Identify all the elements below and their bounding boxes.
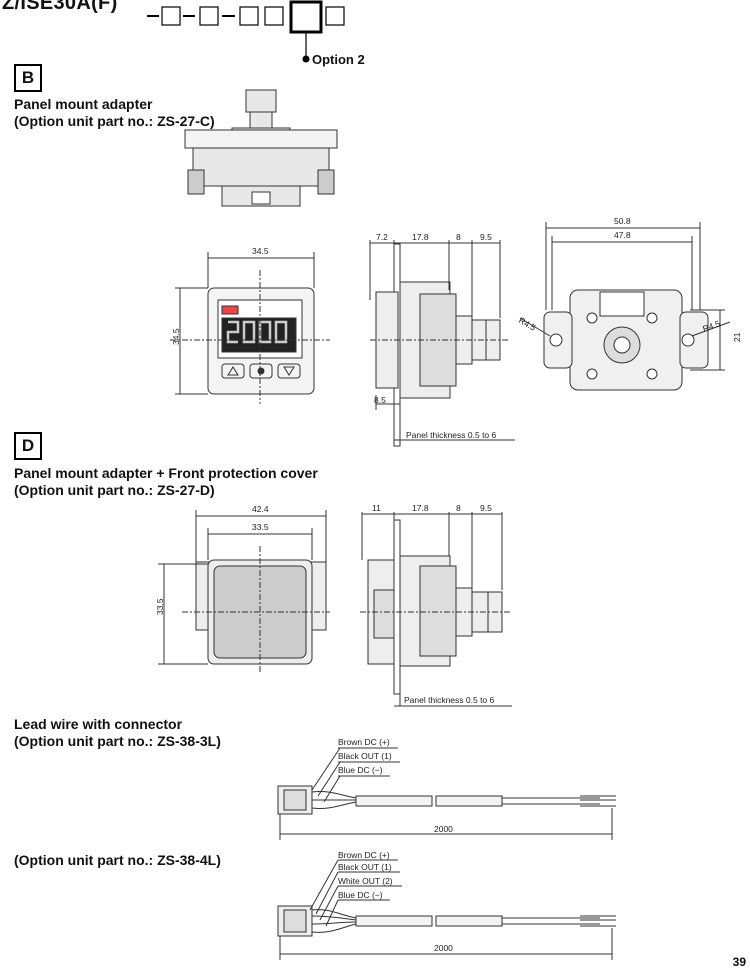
- wire3-brown: Brown DC (+): [338, 737, 390, 747]
- back-view-b: [519, 222, 731, 391]
- wire3-blue: Blue DC (−): [338, 765, 383, 775]
- dim-b-front-height: 34.5: [171, 328, 181, 345]
- front-view-b: [170, 252, 330, 404]
- side-view-d: [360, 512, 512, 707]
- dim-b-side-1: 7.2: [376, 232, 388, 242]
- lead3-heading: Lead wire with connector (Option unit pa…: [14, 716, 221, 750]
- dim-b-side-2: 17.8: [412, 232, 429, 242]
- dim-d-side-3: 8: [456, 503, 461, 513]
- dim-d-side-2: 17.8: [412, 503, 429, 513]
- lead4-part: (Option unit part no.: ZS-38-4L): [14, 852, 221, 868]
- dim-lead3-length: 2000: [434, 824, 453, 834]
- wire4-brown: Brown DC (+): [338, 850, 390, 860]
- adapter-top-view: [184, 89, 338, 207]
- dim-b-side-4: 9.5: [480, 232, 492, 242]
- wire4-black: Black OUT (1): [338, 862, 392, 872]
- wire4-blue: Blue DC (−): [338, 890, 383, 900]
- lead4-heading: (Option unit part no.: ZS-38-4L): [14, 852, 221, 869]
- dim-b-side-3: 8: [456, 232, 461, 242]
- dim-d-front-w2: 33.5: [252, 522, 269, 532]
- dim-b-side-5: 8.5: [374, 395, 386, 405]
- dim-b-back-w1: 50.8: [614, 216, 631, 226]
- page-number: 39: [732, 955, 746, 969]
- section-d-title: Panel mount adapter + Front protection c…: [14, 465, 318, 499]
- side-view-b: [369, 240, 515, 447]
- model-code: Z/ISE30A(F): [2, 0, 118, 14]
- dim-d-side-1: 11: [372, 503, 381, 513]
- section-b-part: (Option unit part no.: ZS-27-C): [14, 113, 215, 129]
- panel-thickness-b: Panel thickness 0.5 to 6: [406, 430, 497, 440]
- option-2-label: Option 2: [312, 52, 365, 67]
- panel-thickness-d: Panel thickness 0.5 to 6: [404, 695, 495, 705]
- lead3-title: Lead wire with connector: [14, 716, 183, 732]
- dim-b-back-w2: 47.8: [614, 230, 631, 240]
- lead-wire-4l: [277, 859, 616, 960]
- section-d-part: (Option unit part no.: ZS-27-D): [14, 482, 215, 498]
- dim-b-back-h: 21: [732, 332, 742, 342]
- section-b-badge: B: [14, 64, 42, 92]
- section-b-title: Panel mount adapter (Option unit part no…: [14, 96, 215, 130]
- dim-lead4-length: 2000: [434, 943, 453, 953]
- front-view-d: [158, 510, 330, 672]
- section-d-badge: D: [14, 432, 42, 460]
- section-d-name: Panel mount adapter + Front protection c…: [14, 465, 318, 481]
- wire4-white: White OUT (2): [338, 876, 393, 886]
- dim-d-side-4: 9.5: [480, 503, 492, 513]
- lead3-part: (Option unit part no.: ZS-38-3L): [14, 733, 221, 749]
- wire3-black: Black OUT (1): [338, 751, 392, 761]
- dim-b-front-width: 34.5: [252, 246, 269, 256]
- section-b-name: Panel mount adapter: [14, 96, 153, 112]
- dim-b-back-r1: R4.5: [517, 315, 538, 333]
- code-boxes: [147, 0, 345, 63]
- lead-wire-3l: [277, 747, 616, 840]
- dim-d-front-w1: 42.4: [252, 504, 269, 514]
- dim-d-front-height: 33.5: [155, 598, 165, 615]
